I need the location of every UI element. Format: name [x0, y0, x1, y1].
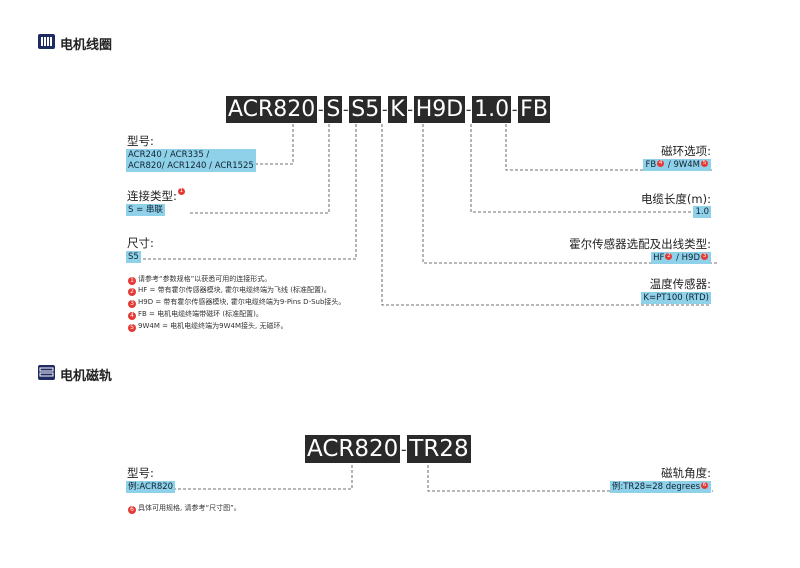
section-title-coil: 电机线圈	[60, 38, 113, 53]
coil-icon	[38, 34, 55, 49]
value-track-model: 例:ACR820	[126, 481, 176, 493]
part-code-coil: ACR820 - S - S5 - K - H9D - 1.0 - FB	[226, 96, 550, 123]
value-size: S5	[126, 251, 141, 263]
section-title-track: 电机磁轨	[60, 369, 113, 384]
code-sep: -	[465, 100, 472, 119]
code-seg-ring: FB	[518, 96, 550, 123]
label-temp-sensor: 温度传感器:	[649, 277, 711, 291]
code-seg-size: S5	[349, 96, 382, 123]
label-cable-length: 电缆长度(m):	[640, 192, 711, 206]
note-badge: 1	[177, 188, 185, 195]
value-temp-sensor: K=PT100 (RTD)	[641, 292, 711, 304]
code-seg-cable: 1.0	[472, 96, 512, 123]
code-seg-model: ACR820	[226, 96, 318, 123]
code-seg-model: ACR820	[305, 435, 401, 463]
code-sep: -	[407, 100, 414, 119]
label-hall: 霍尔传感器选配及出线类型:	[569, 237, 711, 251]
code-seg-temp: K	[388, 96, 407, 123]
label-size: 尺寸:	[127, 236, 154, 250]
label-track-angle: 磁轨角度:	[661, 466, 711, 480]
part-code-track: ACR820 - TR28	[305, 435, 471, 463]
code-sep: -	[381, 100, 388, 119]
code-seg-angle: TR28	[407, 435, 471, 463]
code-sep: -	[342, 100, 349, 119]
label-track-model: 型号:	[127, 466, 154, 480]
code-sep: -	[317, 100, 324, 119]
track-icon	[38, 365, 55, 380]
label-model: 型号:	[127, 134, 154, 148]
value-model: ACR240 / ACR335 / ACR820/ ACR1240 / ACR1…	[126, 149, 256, 172]
code-seg-hall: H9D	[413, 96, 466, 123]
label-ring: 磁环选项:	[661, 144, 711, 158]
code-sep: -	[400, 439, 407, 459]
value-connection: S = 串联	[126, 204, 165, 216]
label-connection: 连接类型:1	[127, 188, 185, 203]
code-sep: -	[511, 100, 518, 119]
value-cable-length: 1.0	[693, 206, 711, 218]
code-seg-connection: S	[324, 96, 343, 123]
